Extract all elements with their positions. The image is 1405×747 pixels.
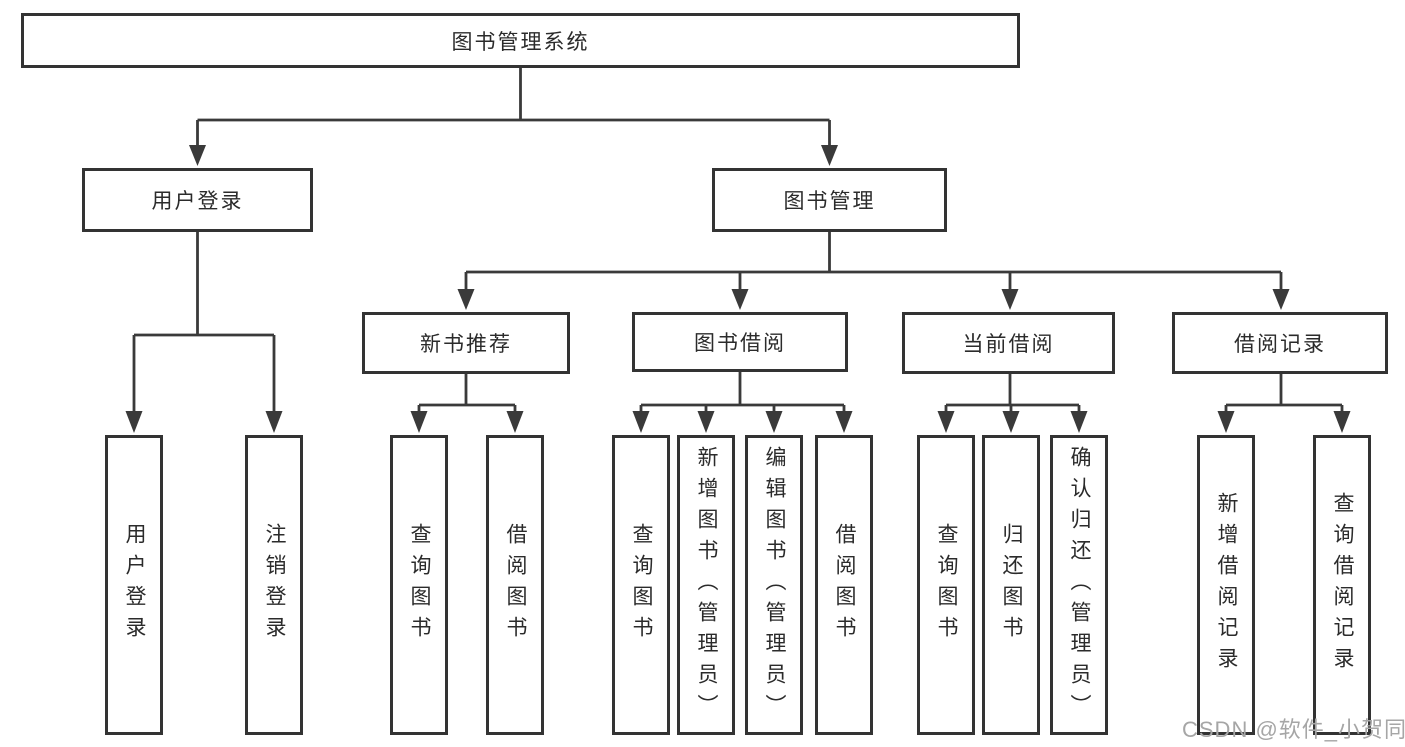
connector-borrowing-records-to-leaves	[1217, 374, 1351, 433]
leaf-logout: 注销登录	[245, 435, 303, 735]
watermark: CSDN @软件_小贺同学	[1182, 717, 1405, 742]
leaf-query-books-current: 查询图书	[917, 435, 975, 735]
connector-user-login-to-leaves	[125, 232, 283, 433]
leaf-query-books-recommend: 查询图书	[390, 435, 448, 735]
arrowhead-icon	[1001, 289, 1019, 310]
arrowhead-icon	[821, 145, 838, 166]
arrowhead-icon	[765, 411, 783, 433]
arrowhead-icon	[1272, 289, 1290, 310]
node-current-borrowing: 当前借阅	[902, 312, 1115, 374]
leaf-user-login: 用户登录	[105, 435, 163, 735]
leaf-query-borrowing-record: 查询借阅记录	[1313, 435, 1371, 735]
leaf-add-borrowing-record: 新增借阅记录	[1197, 435, 1255, 735]
node-library-management-system: 图书管理系统	[21, 13, 1020, 68]
arrowhead-icon	[1070, 411, 1088, 433]
arrowhead-icon	[1002, 411, 1020, 433]
leaf-query-books-borrowing: 查询图书	[612, 435, 670, 735]
leaf-borrow-books: 借阅图书	[815, 435, 873, 735]
arrowhead-icon	[506, 411, 524, 433]
connector-new-book-to-leaves	[410, 374, 524, 433]
arrowhead-icon	[265, 411, 283, 433]
arrowhead-icon	[410, 411, 428, 433]
node-new-book-recommendation: 新书推荐	[362, 312, 570, 374]
arrowhead-icon	[125, 411, 143, 433]
arrowhead-icon	[1217, 411, 1235, 433]
node-book-management: 图书管理	[712, 168, 947, 232]
arrowhead-icon	[1333, 411, 1351, 433]
arrowhead-icon	[632, 411, 650, 433]
arrowhead-icon	[937, 411, 955, 433]
arrowhead-icon	[457, 289, 475, 310]
arrowhead-icon	[835, 411, 853, 433]
node-borrowing-records: 借阅记录	[1172, 312, 1388, 374]
arrowhead-icon	[697, 411, 715, 433]
connector-book-management-to-level3	[457, 232, 1290, 310]
leaf-borrow-books-recommend: 借阅图书	[486, 435, 544, 735]
node-book-borrowing: 图书借阅	[632, 312, 848, 372]
leaf-edit-books-admin: 编辑图书（管理员）	[745, 435, 803, 735]
leaf-confirm-return-admin: 确认归还（管理员）	[1050, 435, 1108, 735]
arrowhead-icon	[189, 145, 206, 166]
leaf-add-books-admin: 新增图书（管理员）	[677, 435, 735, 735]
arrowhead-icon	[731, 289, 749, 310]
connector-root-to-level2	[189, 68, 838, 166]
connector-book-borrowing-to-leaves	[632, 372, 853, 433]
leaf-return-books: 归还图书	[982, 435, 1040, 735]
node-user-login: 用户登录	[82, 168, 313, 232]
connector-current-borrowing-to-leaves	[937, 374, 1088, 433]
